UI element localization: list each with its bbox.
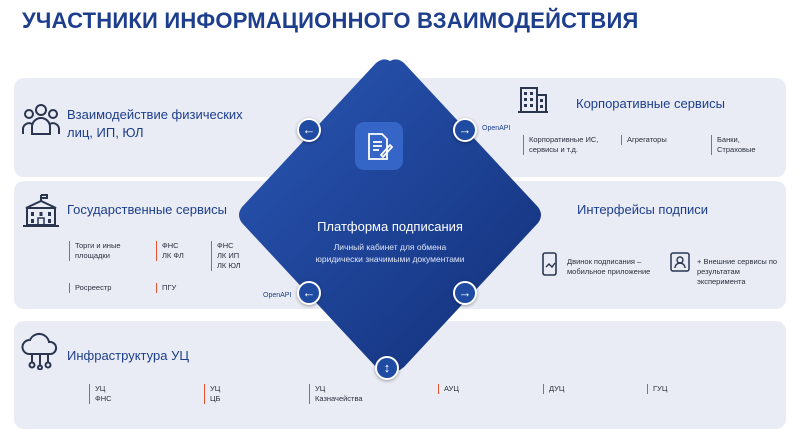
infrastructure-item: ГУЦ (647, 384, 667, 395)
platform-subtitle: Личный кабинет для обмена юридически зна… (315, 242, 465, 264)
section-government-label: Государственные сервисы (67, 202, 227, 217)
openapi-label-bottom: OpenAPI (263, 292, 292, 299)
infrastructure-item: УЦ ЦБ (204, 384, 220, 405)
signature-item: + Внешние сервисы по результатам экспери… (697, 257, 778, 286)
signature-item: Двинок подписания – мобильное приложение (567, 257, 651, 276)
infrastructure-item: АУЦ (438, 384, 459, 395)
page-title: УЧАСТНИКИ ИНФОРМАЦИОННОГО ВЗАИМОДЕЙСТВИЯ (22, 8, 639, 33)
section-signature-label: Интерфейсы подписи (577, 202, 709, 217)
corporate-item: Агрегаторы (621, 135, 667, 146)
government-item: Росреестр (69, 283, 111, 294)
section-corporate-label: Корпоративные сервисы (576, 96, 725, 111)
cloud-network-icon (21, 332, 58, 370)
government-item: Торги и иные площадки (69, 241, 121, 262)
arrow-right-icon: → (453, 118, 477, 142)
platform-title: Платформа подписания (317, 219, 463, 234)
building-icon (518, 87, 548, 113)
government-item: ФНС ЛК ФЛ (156, 241, 184, 262)
section-individuals-label: Взаимодействие физических лиц, ИП, ЮЛ (67, 107, 243, 140)
arrow-left-icon: ← (297, 281, 321, 305)
phone-sign-icon (542, 252, 557, 276)
infrastructure-item: ДУЦ (543, 384, 564, 395)
government-item: ФНС ЛК ИП ЛК ЮЛ (211, 241, 241, 272)
section-infrastructure-label: Инфраструктура УЦ (67, 348, 189, 363)
openapi-label-top: OpenAPI (482, 125, 511, 132)
infrastructure-item: УЦ ФНС (89, 384, 112, 405)
arrow-vertical-icon: ↕ (375, 356, 399, 380)
corporate-item: Банки, Страховые (711, 135, 756, 156)
platform-diamond (239, 59, 541, 373)
government-item: ПГУ (156, 283, 176, 294)
government-building-icon (23, 194, 59, 227)
people-icon (22, 104, 60, 135)
document-sign-icon (368, 133, 394, 160)
arrow-left-icon: ← (297, 118, 321, 142)
corporate-item: Корпоративные ИС, сервисы и т.д. (523, 135, 598, 156)
person-screen-icon (670, 252, 690, 272)
arrow-right-icon: → (453, 281, 477, 305)
infrastructure-item: УЦ Казначейства (309, 384, 363, 405)
